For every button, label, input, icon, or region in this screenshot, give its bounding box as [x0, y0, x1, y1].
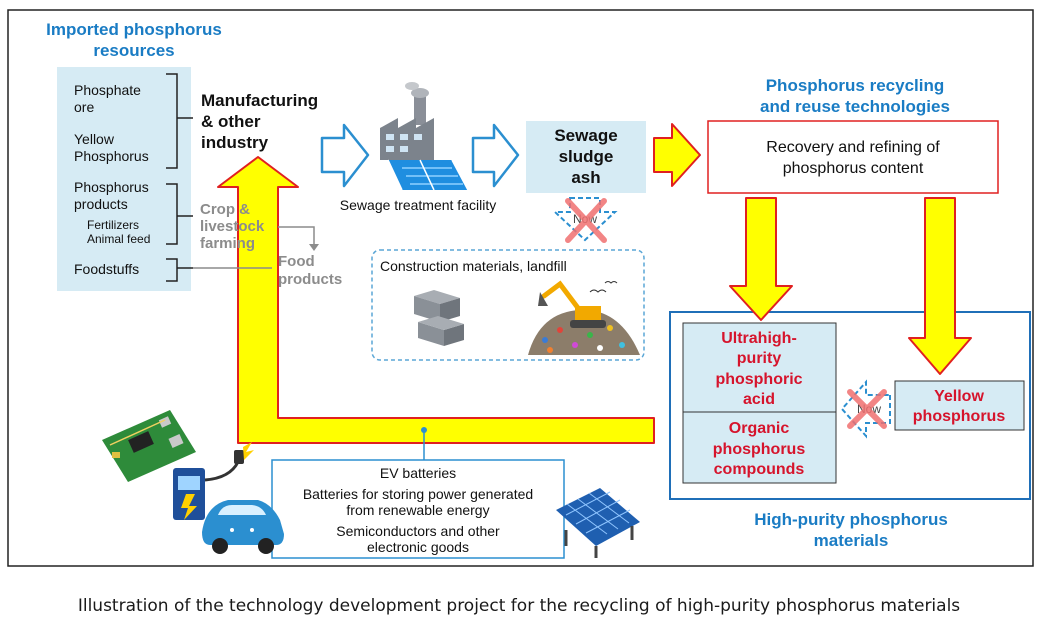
sludge-ash-line3: ash: [571, 168, 600, 187]
resource-yellow-line2: Phosphorus: [74, 148, 149, 164]
resource-yellow-line1: Yellow: [74, 131, 115, 147]
sewage-facility-label: Sewage treatment facility: [340, 197, 496, 213]
bracket-industry: [166, 73, 178, 169]
recovery-line2: phosphorus content: [783, 160, 924, 177]
app-batteries-line2: from renewable energy: [346, 502, 489, 518]
manufacturing-line2: & other: [201, 112, 261, 131]
imported-title-line2: resources: [93, 41, 174, 60]
crop-line1: Crop &: [200, 201, 250, 218]
now-down-arrow: Now: [552, 197, 618, 243]
food-products-line1: Food: [278, 253, 315, 270]
organic-line2: phosphorus: [713, 441, 806, 458]
manufacturing-line1: Manufacturing: [201, 91, 318, 110]
app-semi-line2: electronic goods: [367, 539, 469, 555]
crop-line3: farming: [200, 235, 255, 252]
applications-connector-dot: [421, 427, 427, 433]
imported-resources-box: [57, 67, 191, 291]
bracket-food: [166, 258, 178, 282]
recovery-line1: Recovery and refining of: [766, 139, 940, 156]
resource-products-line2: products: [74, 196, 128, 212]
recycling-title-line1: Phosphorus recycling: [766, 76, 945, 95]
high-purity-title-line1: High-purity phosphorus: [754, 510, 948, 529]
recycle-return-arrow: [217, 156, 655, 444]
organic-compounds-box: [682, 411, 837, 484]
construction-label: Construction materials, landfill: [380, 258, 567, 274]
excavator-landfill-icon: [528, 280, 640, 355]
cross-mark-down: [565, 198, 607, 243]
resource-phosphate-line2: ore: [74, 99, 94, 115]
yellow-phosphorus-box: [894, 380, 1025, 431]
organic-line1: Organic: [729, 420, 790, 437]
now-left-arrow: Now: [840, 379, 891, 439]
crop-to-food-arrowhead: [309, 244, 319, 251]
recovery-refining-box: [707, 120, 999, 194]
sludge-ash-box: [526, 121, 646, 193]
acid-line2: purity: [737, 350, 782, 367]
app-semi-line1: Semiconductors and other: [336, 523, 500, 539]
imported-title-line1: Imported phosphorus: [46, 20, 222, 39]
manufacturing-line3: industry: [201, 133, 269, 152]
resource-foodstuffs: Foodstuffs: [74, 261, 139, 277]
resource-fertilizers: Fertilizers: [87, 218, 139, 232]
flow-arrow-to-recycling: [653, 123, 701, 187]
sludge-ash-line2: sludge: [559, 147, 614, 166]
figure-caption: Illustration of the technology developme…: [77, 596, 961, 616]
flow-arrow-to-yellow-phosphorus: [908, 197, 972, 375]
circuit-board-icon: [102, 410, 196, 482]
acid-line4: acid: [743, 391, 775, 408]
yellow-phosphorus-line2: phosphorus: [913, 408, 1006, 425]
resource-products-line1: Phosphorus: [74, 179, 149, 195]
resource-phosphate-line1: Phosphate: [74, 82, 141, 98]
bracket-farming: [166, 183, 178, 245]
concrete-blocks-icon: [414, 290, 464, 346]
yellow-phosphorus-line1: Yellow: [934, 388, 984, 405]
crop-line2: livestock: [200, 218, 265, 235]
cross-mark-left: [847, 389, 887, 429]
applications-box: [271, 459, 565, 559]
crop-to-food-line: [278, 226, 315, 246]
electric-car-icon: [202, 500, 284, 554]
app-batteries-line1: Batteries for storing power generated: [303, 486, 533, 502]
acid-line3: phosphoric: [715, 371, 802, 388]
acid-line1: Ultrahigh-: [721, 330, 797, 347]
app-ev-batteries: EV batteries: [380, 465, 456, 481]
factory-icon: [380, 82, 469, 191]
recycling-title-line2: and reuse technologies: [760, 97, 950, 116]
resource-animal-feed: Animal feed: [87, 232, 150, 246]
ev-charger-icon: [173, 442, 254, 520]
solar-panel-icon: [556, 488, 640, 558]
flow-arrow-to-acid: [729, 197, 793, 321]
phosphoric-acid-box: [682, 322, 837, 413]
high-purity-title-line2: materials: [814, 531, 889, 550]
sludge-ash-line1: Sewage: [554, 126, 617, 145]
flow-arrow-to-facility: [320, 123, 370, 188]
flow-arrow-to-ash: [471, 123, 520, 188]
organic-line3: compounds: [714, 461, 805, 478]
food-products-line2: products: [278, 271, 342, 288]
